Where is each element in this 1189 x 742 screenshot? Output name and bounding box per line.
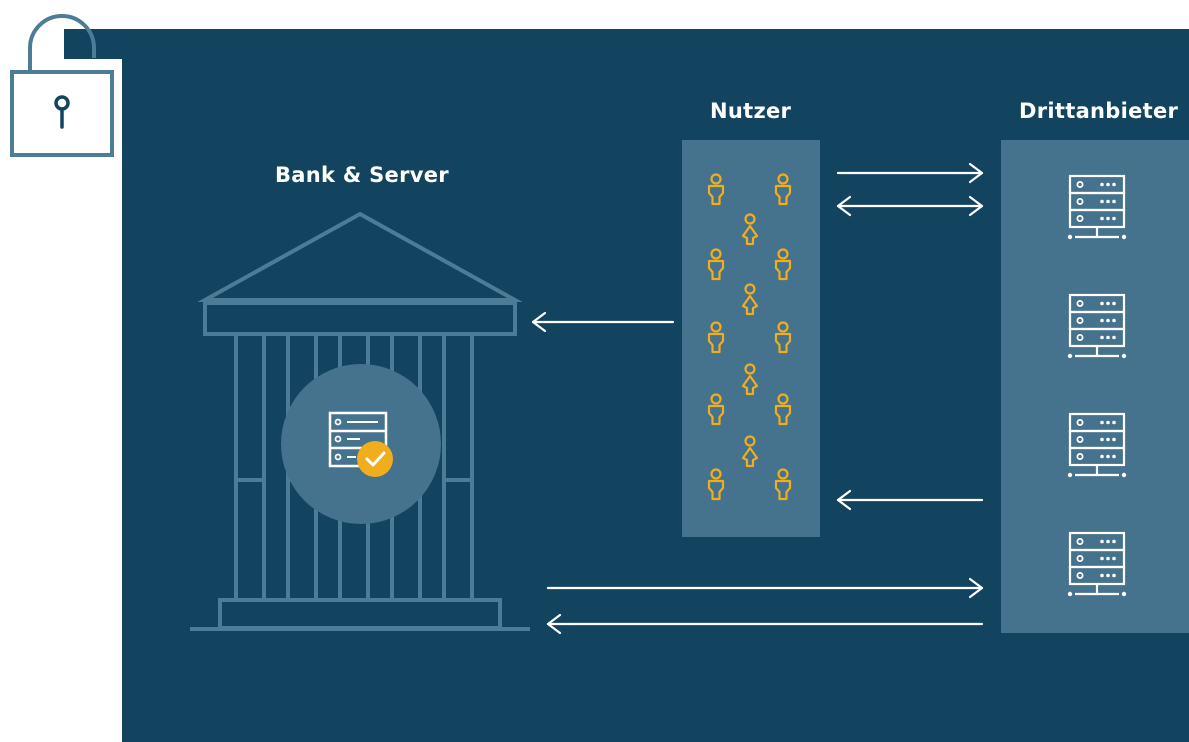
person-icon: [774, 173, 792, 206]
server-rack-icon: [1066, 531, 1128, 598]
server-rack-icon: [1066, 293, 1128, 360]
users-label: Nutzer: [710, 99, 792, 123]
arrow-bank-to-third-party: [546, 577, 984, 599]
padlock-icon: [10, 14, 114, 157]
person-icon: [707, 248, 725, 281]
third-party-label: Drittanbieter: [1019, 99, 1179, 123]
person-icon: [774, 393, 792, 426]
person-icon: [741, 283, 759, 316]
person-icon: [707, 321, 725, 354]
person-icon: [774, 248, 792, 281]
arrow-third-party-to-bank: [546, 613, 984, 635]
users-group: [707, 173, 792, 501]
person-icon: [741, 213, 759, 246]
users-column: [682, 140, 820, 537]
arrow-bidirectional-users-third-party: [836, 195, 984, 217]
person-icon: [774, 321, 792, 354]
bank-building-icon: [190, 211, 530, 631]
server-checkmark-icon: [281, 364, 441, 524]
server-rack-group: [1066, 174, 1128, 598]
server-rack-icon: [1066, 412, 1128, 479]
person-icon: [741, 363, 759, 396]
person-icon: [707, 468, 725, 501]
person-icon: [741, 435, 759, 468]
arrow-third-party-to-users: [836, 489, 984, 511]
arrow-users-to-bank: [531, 311, 675, 333]
server-rack-icon: [1066, 174, 1128, 241]
person-icon: [707, 173, 725, 206]
person-icon: [707, 393, 725, 426]
person-icon: [774, 468, 792, 501]
bank-server-label: Bank & Server: [275, 163, 449, 187]
arrow-users-to-third-party: [836, 162, 984, 184]
